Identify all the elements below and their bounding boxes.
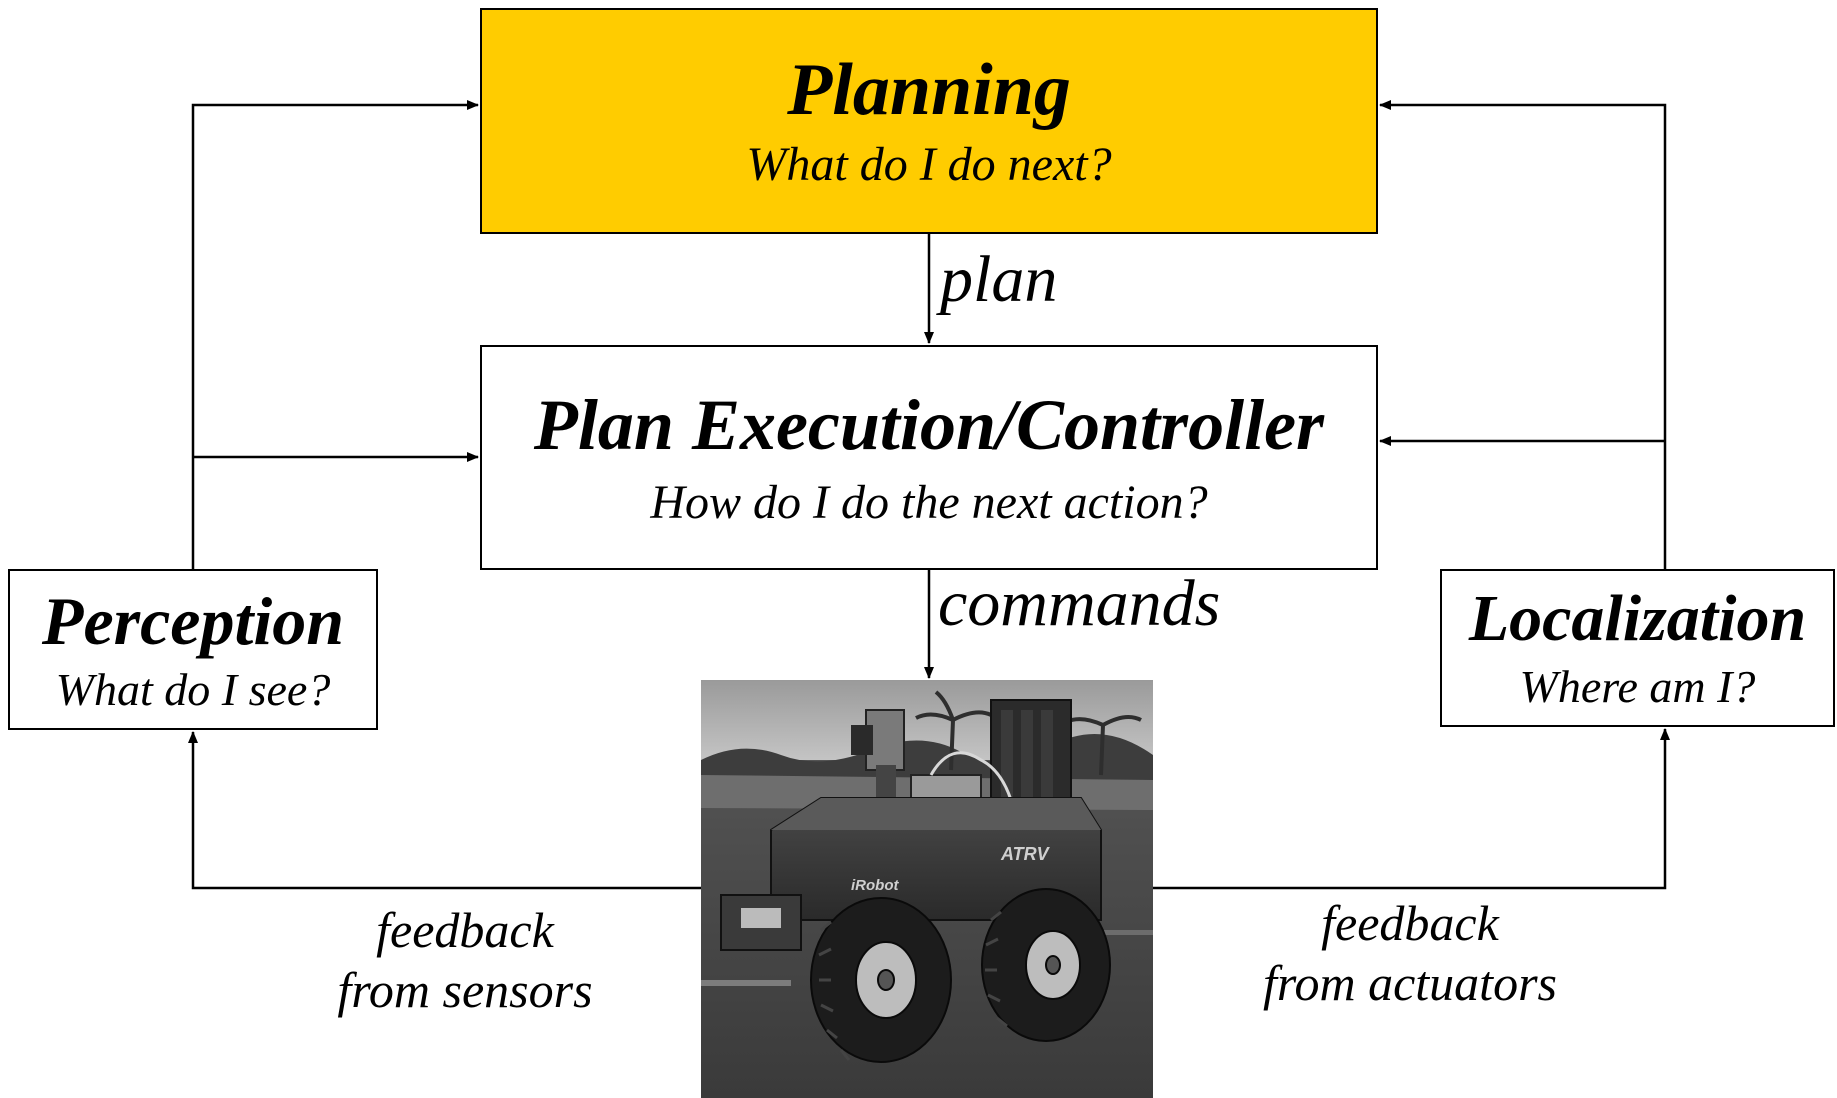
localization-box: Localization Where am I?: [1440, 569, 1835, 727]
planning-subtitle: What do I do next?: [746, 138, 1112, 192]
robot-model-text: ATRV: [1000, 844, 1051, 864]
robot-photo: ATRV iRobot: [701, 680, 1153, 1098]
execution-title: Plan Execution/Controller: [533, 384, 1325, 465]
perception-title: Perception: [41, 582, 345, 659]
planning-title: Planning: [787, 48, 1071, 131]
commands-label: commands: [938, 567, 1221, 640]
feedback-sensors-label: feedback from sensors: [300, 900, 630, 1020]
feedback-sensors-line-1: feedback: [376, 902, 554, 958]
plan-label: plan: [940, 243, 1058, 316]
localization-to-planning-arrow: [1379, 100, 1667, 569]
execution-subtitle: How do I do the next action?: [650, 475, 1208, 529]
perception-box: Perception What do I see?: [8, 569, 378, 730]
sensor-feedback-arrow: [188, 731, 701, 890]
localization-title: Localization: [1468, 582, 1807, 656]
feedback-actuators-line-2: from actuators: [1263, 955, 1557, 1011]
feedback-actuators-line-1: feedback: [1321, 895, 1499, 951]
feedback-sensors-line-2: from sensors: [337, 962, 593, 1018]
planning-box: Planning What do I do next?: [480, 8, 1378, 234]
actuator-feedback-arrow: [1153, 728, 1670, 890]
feedback-actuators-label: feedback from actuators: [1230, 893, 1590, 1013]
localization-subtitle: Where am I?: [1519, 661, 1756, 712]
perception-to-planning-arrow: [191, 100, 479, 569]
execution-box: Plan Execution/Controller How do I do th…: [480, 345, 1378, 570]
robot-brand-text: iRobot: [851, 877, 899, 894]
perception-subtitle: What do I see?: [55, 663, 331, 715]
